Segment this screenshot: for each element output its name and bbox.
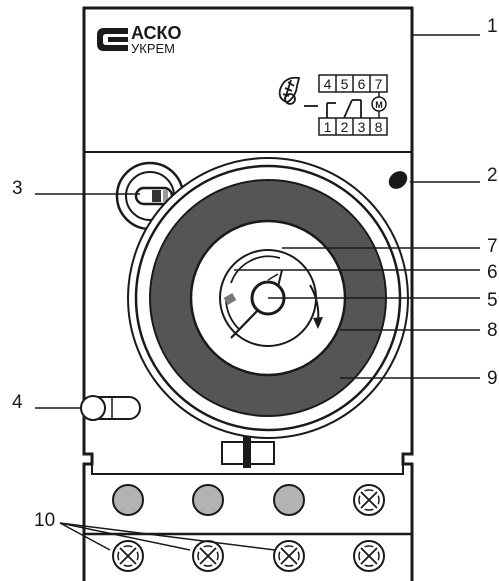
- indicator-knob[interactable]: [385, 167, 411, 192]
- callout-label: 9: [487, 368, 498, 389]
- shield-icon: [278, 76, 301, 105]
- terminal-label: 2: [341, 119, 349, 135]
- callout-label: 10: [34, 510, 55, 531]
- terminal-label: 6: [358, 76, 366, 92]
- callout-label: 5: [487, 290, 498, 311]
- dial-hand: [230, 308, 260, 339]
- callout-label: 4: [12, 392, 23, 413]
- dial-latch[interactable]: [221, 436, 275, 468]
- screw-terminal-icon[interactable]: [273, 540, 305, 572]
- led-icon: [192, 484, 224, 516]
- terminal-label: 1: [324, 119, 332, 135]
- callout-label: 8: [487, 320, 498, 341]
- brand-logo-icon: [97, 28, 128, 51]
- screw-terminal-icon[interactable]: [353, 484, 385, 516]
- screw-terminal-icon[interactable]: [192, 540, 224, 572]
- set-point-marker: [223, 293, 237, 305]
- callout-label: 2: [487, 165, 498, 186]
- terminal-label: 8: [375, 119, 383, 135]
- terminal-label: 4: [324, 76, 332, 92]
- motor-icon: M: [371, 92, 387, 118]
- brand-name: АСКО: [131, 23, 182, 43]
- terminal-label: 7: [375, 76, 383, 92]
- switch-icon: [304, 99, 362, 119]
- locking-pin[interactable]: [80, 395, 141, 421]
- screw-terminal-icon[interactable]: [353, 540, 385, 572]
- callout-label: 7: [487, 236, 498, 257]
- led-icon: [273, 484, 305, 516]
- terminal-label: 5: [341, 76, 349, 92]
- callout-label: 1: [487, 16, 498, 37]
- leader-lines: [35, 34, 480, 551]
- callout-label: 3: [12, 178, 23, 199]
- motor-symbol: M: [375, 100, 383, 110]
- led-icon: [112, 484, 144, 516]
- terminal-label: 3: [358, 119, 366, 135]
- screw-terminal-icon[interactable]: [112, 540, 144, 572]
- callout-label: 6: [487, 262, 498, 283]
- wiring-schematic: 4 5 6 7 1 2 3 8 M: [278, 74, 388, 136]
- terminal-panel-top: [84, 463, 412, 475]
- direction-arrowhead-icon: [313, 317, 323, 329]
- brand-subname: УКРЕМ: [131, 41, 175, 56]
